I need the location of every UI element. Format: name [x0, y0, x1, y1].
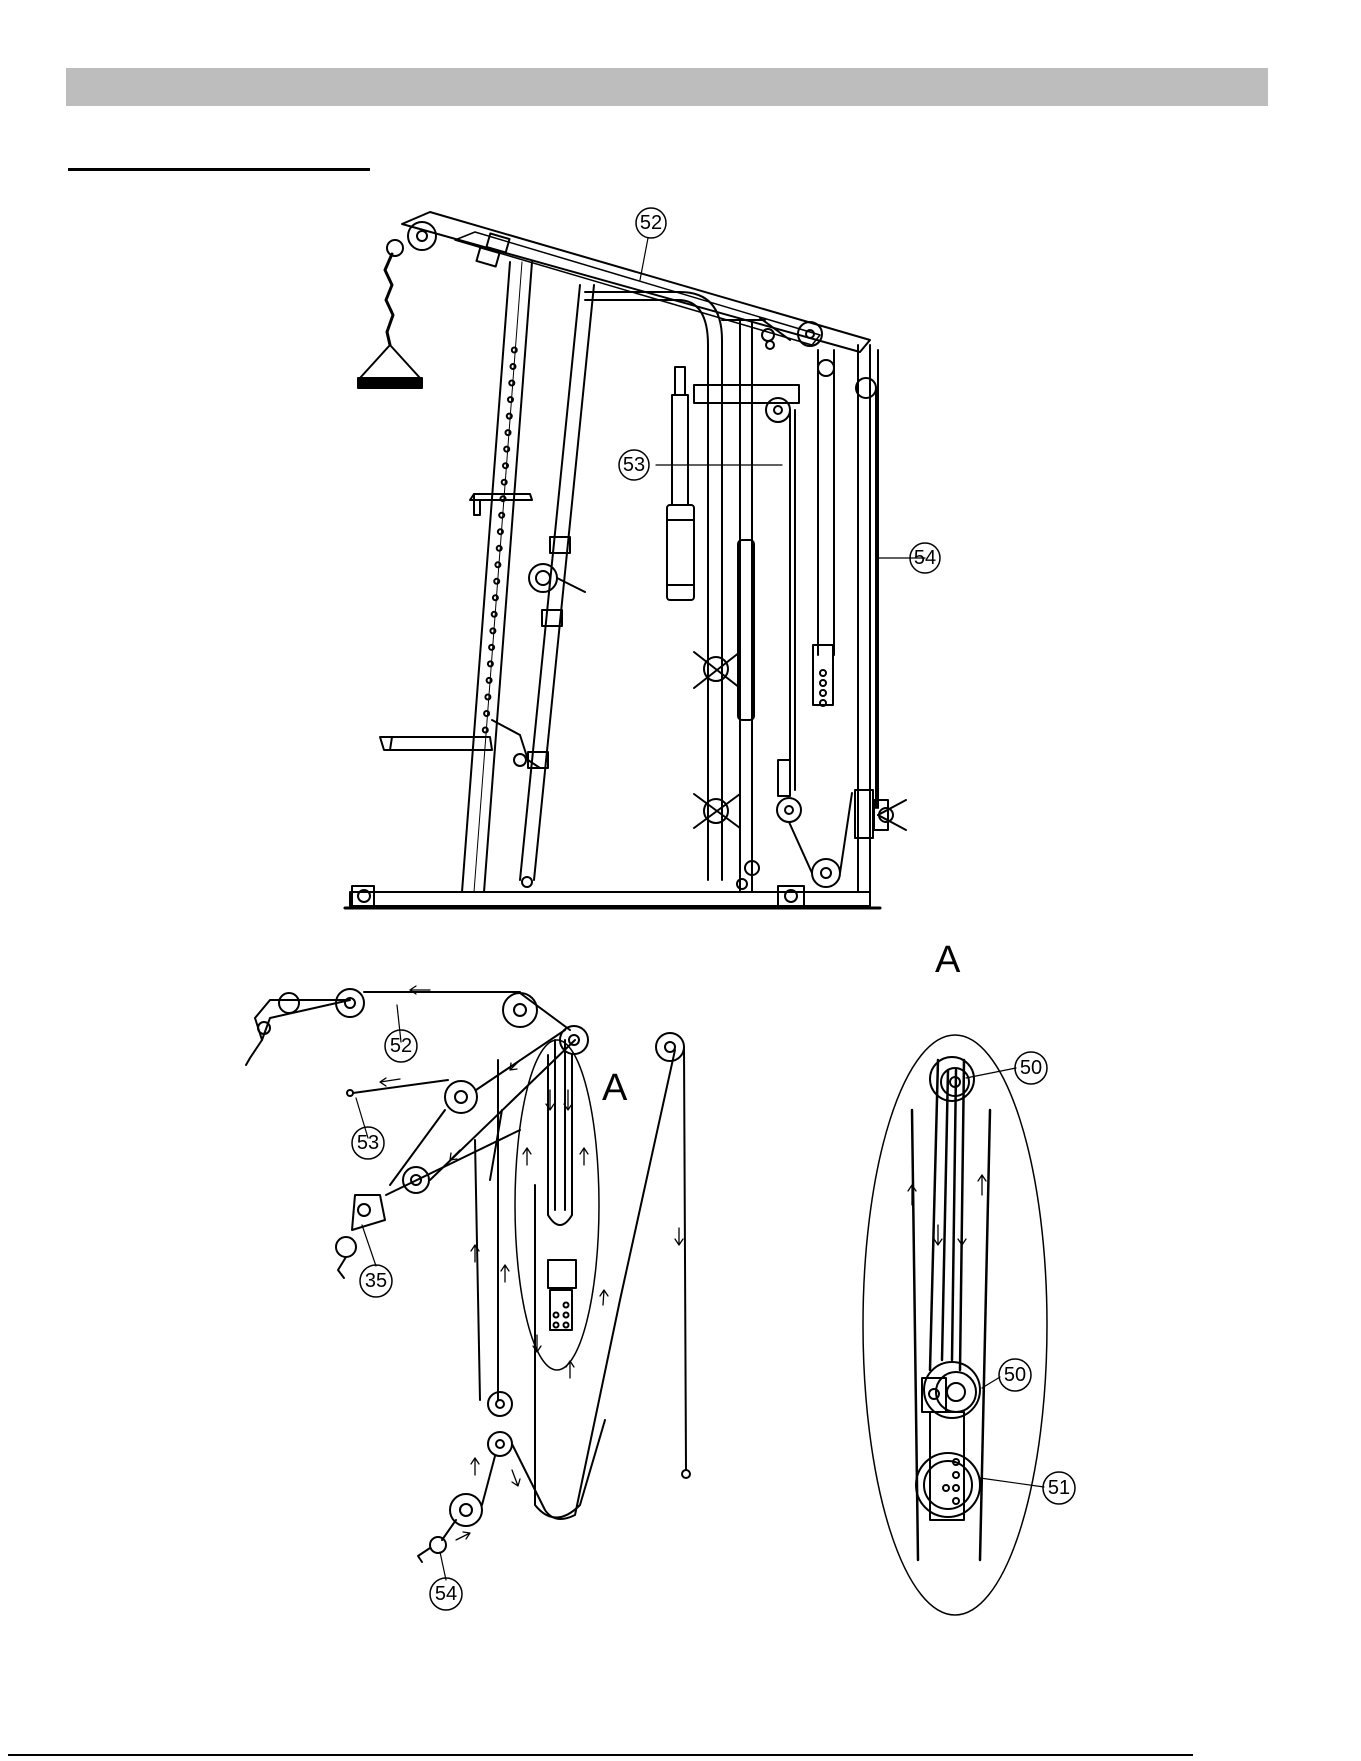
- detail-leaders: [966, 1068, 1044, 1487]
- detail-mid-pulley: [922, 1362, 980, 1520]
- callout-label: 54: [435, 1583, 457, 1605]
- upper-pulleys: [745, 350, 906, 887]
- callout-top-54: 54: [910, 543, 940, 573]
- callout-cable-54: 54: [430, 1578, 462, 1610]
- upright-hole: [497, 546, 502, 551]
- upright-hole: [508, 397, 513, 402]
- upright-hole: [512, 348, 517, 353]
- upright-hole: [483, 728, 488, 733]
- upright-hole: [493, 595, 498, 600]
- upright-hole: [504, 447, 509, 452]
- detail-a-view: [863, 1035, 1047, 1615]
- machine-base: [345, 879, 880, 908]
- callout-top-52: 52: [636, 208, 666, 238]
- upright-hole: [511, 364, 516, 369]
- upright-hole: [490, 628, 495, 633]
- upright-hole: [492, 612, 497, 617]
- upright-hole: [488, 661, 493, 666]
- upright-hole: [484, 711, 489, 716]
- upright-hole: [506, 430, 511, 435]
- callout-label: 52: [640, 212, 662, 234]
- front-upright: [462, 262, 532, 892]
- callout-label: 52: [390, 1035, 412, 1057]
- machine-side-view: [345, 212, 925, 908]
- upright-hole: [495, 562, 500, 567]
- detail-title-letter: A: [935, 939, 961, 981]
- cable-handle: [358, 254, 422, 388]
- detail-marker-letter: A: [602, 1067, 628, 1109]
- flow-arrows: [380, 986, 683, 1540]
- callout-detail-51: 51: [1043, 1472, 1075, 1504]
- callout-label: 53: [623, 454, 645, 476]
- upright-hole: [489, 645, 494, 650]
- upright-hole: [509, 381, 514, 386]
- upright-hole: [507, 414, 512, 419]
- detail-marker-ellipse: [515, 1040, 599, 1370]
- detail-arrows: [908, 1175, 986, 1245]
- callout-cable-52: 52: [385, 1030, 417, 1062]
- plate-horns: [694, 652, 740, 828]
- upright-hole: [494, 579, 499, 584]
- upright-hole: [503, 463, 508, 468]
- cable-54-path: [418, 1456, 495, 1562]
- callout-label: 35: [365, 1270, 387, 1292]
- callout-cable-53: 53: [352, 1127, 384, 1159]
- upright-hole: [502, 480, 507, 485]
- callout-label: 50: [1004, 1364, 1026, 1386]
- guide-rod: [520, 285, 594, 887]
- upright-hole: [487, 678, 492, 683]
- upright-hole: [485, 695, 490, 700]
- callout-label: 54: [914, 547, 936, 569]
- upright-hole: [499, 513, 504, 518]
- j-hooks: [380, 494, 540, 768]
- callout-top-53: 53: [619, 450, 649, 480]
- callout-label: 50: [1020, 1057, 1042, 1079]
- callout-detail-50-top: 50: [1015, 1052, 1047, 1084]
- callout-label: 51: [1048, 1477, 1070, 1499]
- callout-detail-50-mid: 50: [999, 1359, 1031, 1391]
- upright-hole: [498, 529, 503, 534]
- callout-label: 53: [357, 1132, 379, 1154]
- top-arm: [387, 212, 870, 352]
- callout-cable-35: 35: [360, 1265, 392, 1297]
- weight-stack: [667, 367, 799, 720]
